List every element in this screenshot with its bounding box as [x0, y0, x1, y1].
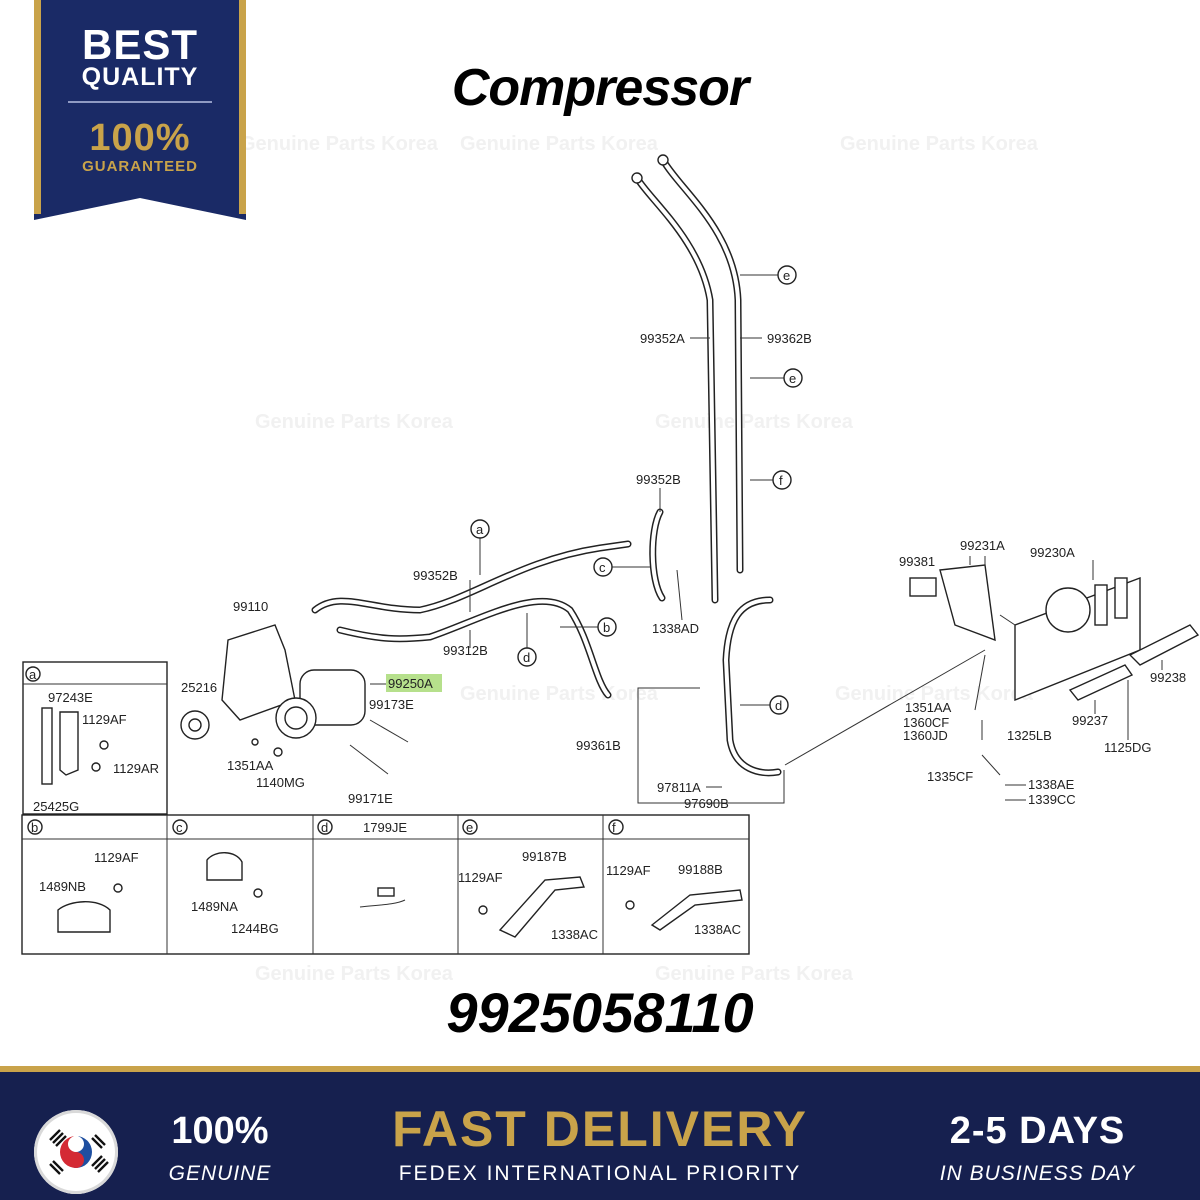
label: 99352B: [413, 568, 458, 583]
watermark: Genuine Parts Korea: [460, 133, 659, 155]
svg-text:1799JE: 1799JE: [363, 820, 407, 835]
detail-row: [21, 814, 750, 955]
label: 1360JD: [903, 728, 948, 743]
label: 1338AD: [652, 621, 699, 636]
delivery-days-label: IN BUSINESS DAY: [939, 1162, 1136, 1185]
label: 99173E: [369, 697, 414, 712]
label: 99362B: [767, 331, 812, 346]
korea-flag-icon: [34, 1110, 118, 1194]
plate-99237: [1068, 664, 1134, 701]
label: 25216: [181, 680, 217, 695]
best-quality-badge: BEST QUALITY 100% GUARANTEED: [34, 0, 246, 220]
label: 99238: [1150, 670, 1186, 685]
label: d: [523, 650, 530, 665]
part-number: 9925058110: [446, 981, 754, 1044]
svg-text:e: e: [466, 820, 473, 835]
pipe-99352A: [633, 174, 719, 604]
fast-delivery: FAST DELIVERY: [392, 1101, 808, 1157]
label: 99352A: [640, 331, 685, 346]
shipping-method: FEDEX INTERNATIONAL PRIORITY: [398, 1162, 802, 1185]
delivery-days: 2-5 DAYS: [949, 1110, 1126, 1152]
label: 1360CF: [903, 715, 949, 730]
label: d: [775, 698, 782, 713]
badge-percent: 100%: [89, 117, 191, 159]
label: f: [779, 473, 783, 488]
label: 97811A: [657, 780, 701, 795]
svg-text:25425G: 25425G: [33, 799, 79, 814]
svg-text:b: b: [31, 820, 38, 835]
svg-text:a: a: [29, 667, 37, 682]
svg-text:97243E: 97243E: [48, 690, 93, 705]
svg-text:1338AC: 1338AC: [694, 922, 741, 937]
label: 99381: [899, 554, 935, 569]
label: 1351AA: [227, 758, 274, 773]
badge-quality: QUALITY: [81, 63, 199, 91]
watermark: Genuine Parts Korea: [255, 963, 454, 985]
detail-box-a: [22, 661, 168, 815]
label: 1339CC: [1028, 792, 1076, 807]
svg-text:1489NB: 1489NB: [39, 879, 86, 894]
plate-99238: [1128, 624, 1200, 666]
genuine-label: GENUINE: [168, 1162, 272, 1185]
svg-text:1129AF: 1129AF: [82, 712, 127, 727]
label: a: [476, 522, 484, 537]
label: 99312B: [443, 643, 488, 658]
label: b: [603, 620, 610, 635]
label: 99230A: [1030, 545, 1075, 560]
footer-banner: 100% GENUINE FAST DELIVERY FEDEX INTERNA…: [0, 1066, 1200, 1200]
label: 99110: [233, 599, 268, 614]
label: 1335CF: [927, 769, 973, 784]
watermark: Genuine Parts Korea: [840, 133, 1039, 155]
svg-text:1129AR: 1129AR: [113, 761, 159, 776]
svg-text:1129AF: 1129AF: [458, 870, 503, 885]
compressor-99250A: [299, 669, 366, 726]
label: 1140MG: [256, 775, 305, 790]
watermark: Genuine Parts Korea: [240, 133, 439, 155]
label: 1125DG: [1104, 740, 1151, 755]
svg-text:c: c: [176, 820, 183, 835]
svg-text:1129AF: 1129AF: [606, 863, 651, 878]
genuine-percent: 100%: [171, 1110, 269, 1152]
label: e: [789, 371, 796, 386]
svg-text:99187B: 99187B: [522, 849, 567, 864]
label-highlighted: 99250A: [388, 676, 433, 691]
page-title: Compressor: [451, 59, 749, 117]
label: 1338AE: [1028, 777, 1075, 792]
watermark: Genuine Parts Korea: [255, 411, 454, 433]
label: 99361B: [576, 738, 621, 753]
svg-text:f: f: [612, 820, 616, 835]
label: 99171E: [348, 791, 393, 806]
label: 1351AA: [905, 700, 952, 715]
svg-text:1489NA: 1489NA: [191, 899, 238, 914]
label: e: [783, 268, 790, 283]
highlight-box: [386, 674, 442, 692]
svg-text:1244BG: 1244BG: [231, 921, 279, 936]
svg-text:1129AF: 1129AF: [94, 850, 139, 865]
watermark: Genuine Parts Korea: [460, 683, 659, 705]
svg-text:99188B: 99188B: [678, 862, 723, 877]
label: c: [599, 560, 606, 575]
badge-best: BEST: [81, 21, 198, 68]
label: 99237: [1072, 713, 1108, 728]
watermark: Genuine Parts Korea: [835, 683, 1034, 705]
hose-99352B: [311, 540, 632, 614]
label: 99231A: [960, 538, 1005, 553]
svg-text:1338AC: 1338AC: [551, 927, 598, 942]
watermark: Genuine Parts Korea: [655, 963, 854, 985]
label: 1325LB: [1007, 728, 1052, 743]
label: 99352B: [636, 472, 681, 487]
badge-guaranteed: GUARANTEED: [82, 158, 198, 175]
watermark: Genuine Parts Korea: [655, 411, 854, 433]
label: 97690B: [684, 796, 729, 811]
svg-text:d: d: [321, 820, 328, 835]
